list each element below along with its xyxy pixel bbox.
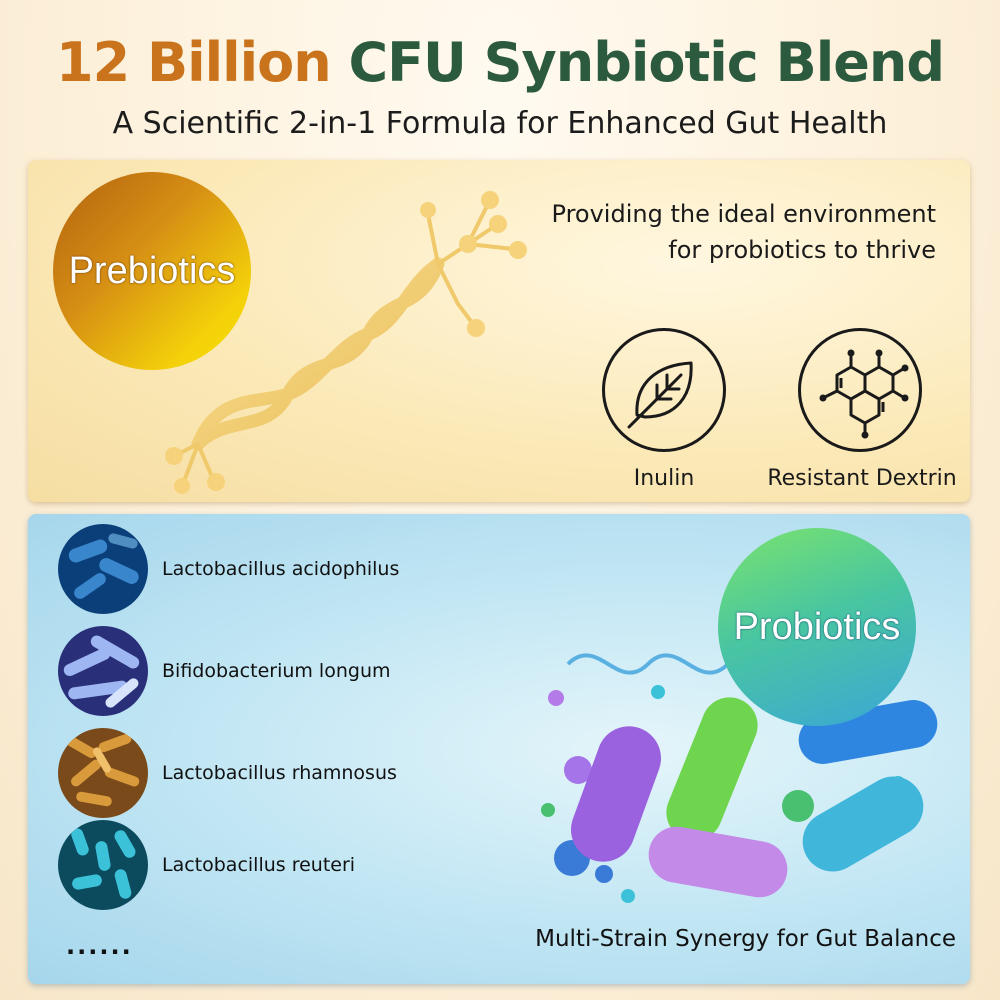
probiotics-tagline: Multi-Strain Synergy for Gut Balance <box>535 926 956 952</box>
prebiotics-tagline-line1: Providing the ideal environment <box>551 200 936 228</box>
leaf-icon <box>602 328 726 452</box>
probiotics-badge: Probiotics <box>718 528 916 726</box>
strain-label: Lactobacillus acidophilus <box>162 558 400 580</box>
prebiotics-tagline: Providing the ideal environment for prob… <box>552 196 936 268</box>
prebiotics-tagline-line2: for probiotics to thrive <box>668 236 936 264</box>
prebiotics-badge: Prebiotics <box>53 172 251 370</box>
title-rest: CFU Synbiotic Blend <box>348 31 945 94</box>
page-subtitle: A Scientific 2-in-1 Formula for Enhanced… <box>112 106 888 141</box>
fiber-helix-illustration <box>165 191 527 494</box>
probiotics-panel: Lactobacillus acidophilus Bifidobacteriu… <box>28 514 970 984</box>
strain-image-rhamnosus <box>58 728 148 818</box>
strain-image-reuteri <box>58 820 148 910</box>
strain-label: Lactobacillus reuteri <box>162 854 356 876</box>
molecule-icon <box>798 328 922 452</box>
strain-image-acidophilus <box>58 524 148 614</box>
page-title: 12 Billion CFU Synbiotic Blend <box>0 30 1000 96</box>
strain-image-longum <box>58 626 148 716</box>
prebiotics-panel: Prebiotics Providing the ideal environme… <box>28 160 970 502</box>
prebiotics-badge-label: Prebiotics <box>68 250 236 292</box>
strain-label: Lactobacillus rhamnosus <box>162 762 397 784</box>
probiotics-badge-label: Probiotics <box>733 606 901 648</box>
inulin-label: Inulin <box>633 466 695 491</box>
more-strains-ellipsis: ...... <box>66 932 133 960</box>
title-highlight: 12 Billion <box>56 31 332 94</box>
strain-label: Bifidobacterium longum <box>162 660 391 682</box>
resistant-dextrin-label: Resistant Dextrin <box>767 466 957 491</box>
